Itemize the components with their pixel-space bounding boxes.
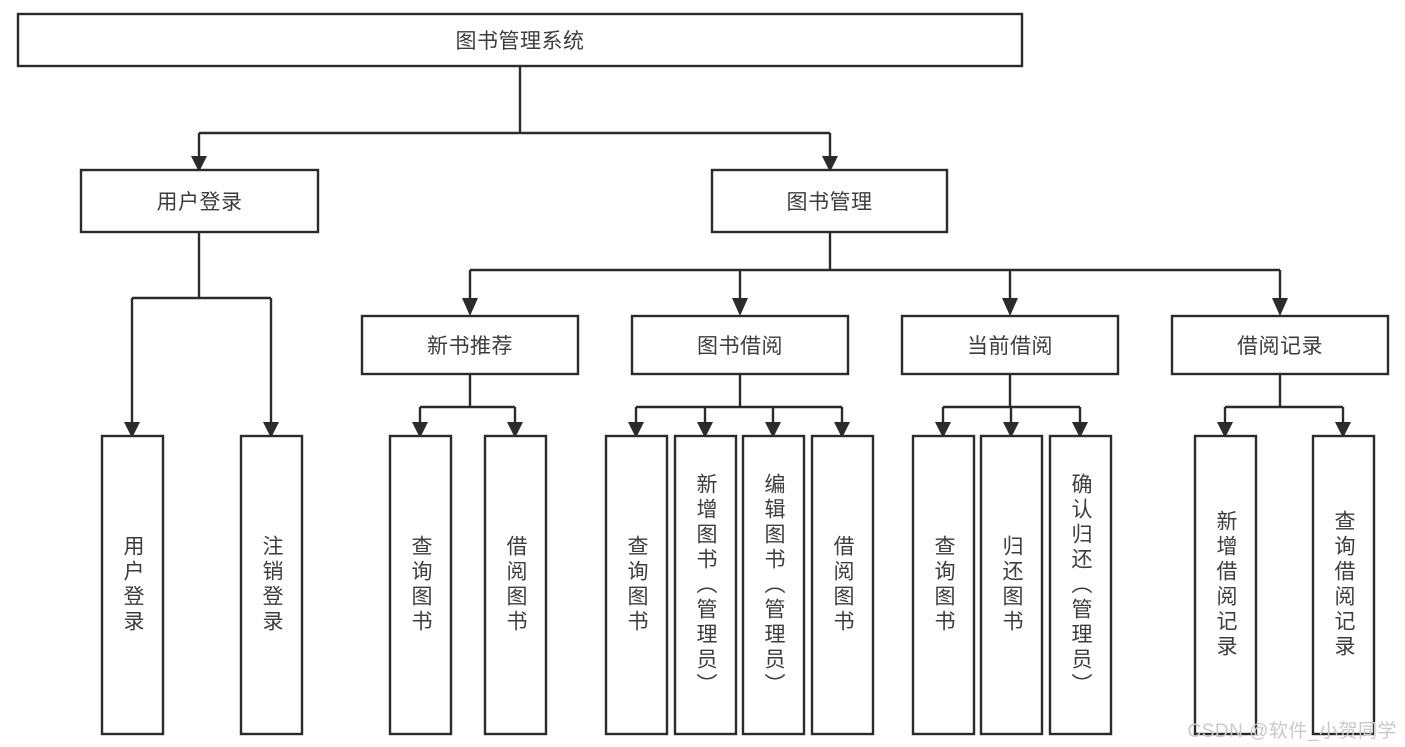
node-box-leaf-confirm-return[interactable]: [1048, 434, 1113, 736]
arrow-head-leaf-confirm-return: [1072, 422, 1088, 438]
arrow-head-user-login: [191, 156, 207, 172]
node-box-leaf-borrow-book-1[interactable]: [483, 434, 548, 736]
node-box-leaf-query-record[interactable]: [1311, 434, 1376, 736]
arrow-head-leaf-query-book-1: [412, 422, 428, 438]
node-box-leaf-add-book[interactable]: [673, 434, 738, 736]
node-box-user-login[interactable]: [79, 168, 320, 234]
arrow-head-leaf-query-record: [1335, 422, 1351, 438]
node-box-leaf-user-login[interactable]: [100, 434, 165, 736]
arrow-head-leaf-user-login: [124, 422, 140, 438]
connector-group-root: [191, 66, 838, 172]
arrow-head-leaf-edit-book: [765, 422, 781, 438]
node-box-leaf-add-record[interactable]: [1193, 434, 1258, 736]
connector-group-borrow-record: [1217, 374, 1351, 438]
arrow-head-new-book-recommend: [462, 298, 478, 316]
arrow-head-leaf-borrow-book-1: [507, 422, 523, 438]
node-box-current-borrow[interactable]: [900, 314, 1120, 376]
node-box-borrow-record[interactable]: [1170, 314, 1390, 376]
arrow-head-book-management: [822, 156, 838, 172]
node-box-book-borrow[interactable]: [630, 314, 850, 376]
connector-group-current-borrow: [935, 374, 1088, 438]
node-box-leaf-borrow-book-2[interactable]: [810, 434, 875, 736]
node-box-leaf-query-book-2[interactable]: [604, 434, 669, 736]
connector-group-new-book-recommend: [412, 374, 523, 438]
arrow-head-borrow-record: [1272, 298, 1288, 316]
node-box-leaf-query-book-1[interactable]: [388, 434, 453, 736]
connector-group-book-management: [462, 232, 1288, 316]
node-box-leaf-query-book-3[interactable]: [911, 434, 976, 736]
arrow-head-book-borrow: [732, 298, 748, 316]
arrow-head-leaf-return-book: [1003, 422, 1019, 438]
arrow-head-leaf-borrow-book-2: [834, 422, 850, 438]
arrow-head-leaf-query-book-3: [935, 422, 951, 438]
arrow-head-leaf-user-logout: [263, 422, 279, 438]
node-box-leaf-return-book[interactable]: [979, 434, 1044, 736]
watermark-text: CSDN @软件_小贺同学: [1187, 721, 1397, 742]
connector-group-user-login: [124, 232, 279, 438]
node-box-new-book-recommend[interactable]: [360, 314, 580, 376]
node-box-root[interactable]: [16, 12, 1024, 68]
arrow-head-current-borrow: [1002, 298, 1018, 316]
arrow-head-leaf-add-book: [697, 422, 713, 438]
node-box-book-management[interactable]: [710, 168, 949, 234]
node-box-leaf-user-logout[interactable]: [239, 434, 304, 736]
arrow-head-leaf-query-book-2: [628, 422, 644, 438]
arrow-head-leaf-add-record: [1217, 422, 1233, 438]
node-box-leaf-edit-book[interactable]: [741, 434, 806, 736]
connector-group-book-borrow: [628, 374, 850, 438]
